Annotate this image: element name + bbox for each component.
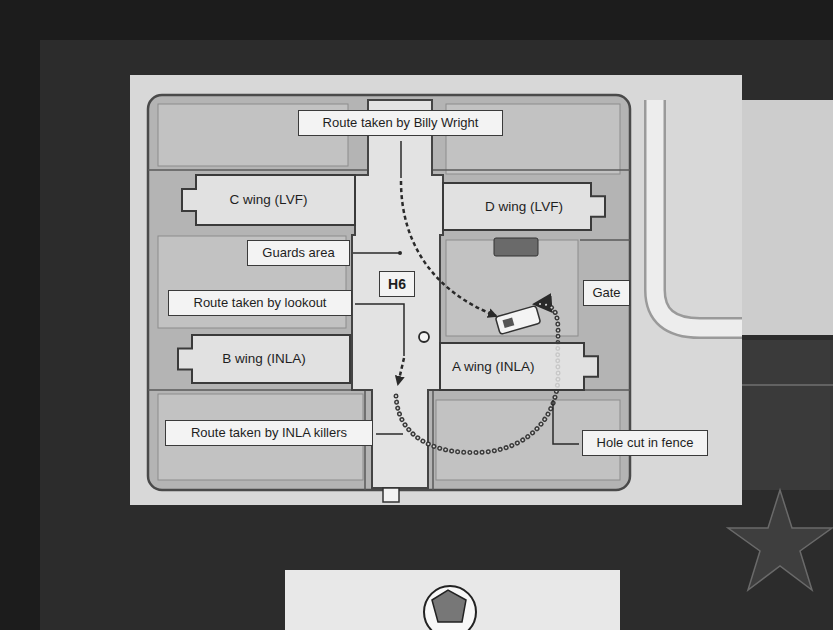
leader-line <box>353 252 399 254</box>
node-text: A wing (INLA) <box>452 359 535 375</box>
prison-wing: C wing (LVF) <box>182 175 355 225</box>
road-edge <box>655 100 742 328</box>
prison-wing: B wing (INLA) <box>178 335 350 383</box>
prison-wing: D wing (LVF) <box>443 183 605 230</box>
node-text: Gate <box>591 285 622 301</box>
prison-perimeter <box>148 95 630 490</box>
wing-outline-path <box>443 183 605 230</box>
callout-box: Route taken by Billy Wright <box>298 110 503 136</box>
node-text: Route taken by Billy Wright <box>306 115 495 131</box>
node-text: Route taken by lookout <box>176 295 344 311</box>
fence <box>580 239 630 241</box>
leader-line <box>376 433 403 435</box>
gate-label: Gate <box>583 280 630 306</box>
leader-line <box>355 304 404 356</box>
prison-van-window <box>502 318 514 328</box>
route-start <box>419 332 429 342</box>
leader-dot <box>398 251 402 255</box>
node-text: Hole cut in fence <box>590 435 700 451</box>
leader-line <box>553 400 579 444</box>
node-text: B wing (INLA) <box>222 351 305 367</box>
callout-box: Hole cut in fence <box>582 430 708 456</box>
node-text: Route taken by INLA killers <box>173 425 365 441</box>
wing-outline-path <box>440 343 598 390</box>
prison-van <box>495 306 540 335</box>
prison-van-body <box>495 306 540 335</box>
sticker-emblem <box>424 586 476 630</box>
callout-box: Route taken by lookout <box>168 290 352 316</box>
road <box>655 100 742 328</box>
node-text: H6 <box>387 276 407 292</box>
leader-line <box>400 141 402 178</box>
callout-box: Guards area <box>247 240 350 266</box>
fence <box>432 390 434 490</box>
parked-car <box>494 238 538 256</box>
sticker-card <box>285 570 620 630</box>
lookout-route <box>398 358 404 384</box>
wing-outline-path <box>178 335 350 383</box>
prison-wing: A wing (INLA) <box>440 343 598 390</box>
star-decoration <box>728 490 832 590</box>
wing-outline-path <box>182 175 355 225</box>
callout-box: Route taken by INLA killers <box>165 420 373 446</box>
block-number: H6 <box>379 271 415 297</box>
board <box>40 40 833 630</box>
node-text: C wing (LVF) <box>230 192 308 208</box>
node-text: Guards area <box>255 245 342 261</box>
sticker-flag <box>432 590 466 622</box>
paper <box>130 75 742 505</box>
entrance <box>383 488 399 502</box>
node-text: D wing (LVF) <box>485 199 563 215</box>
